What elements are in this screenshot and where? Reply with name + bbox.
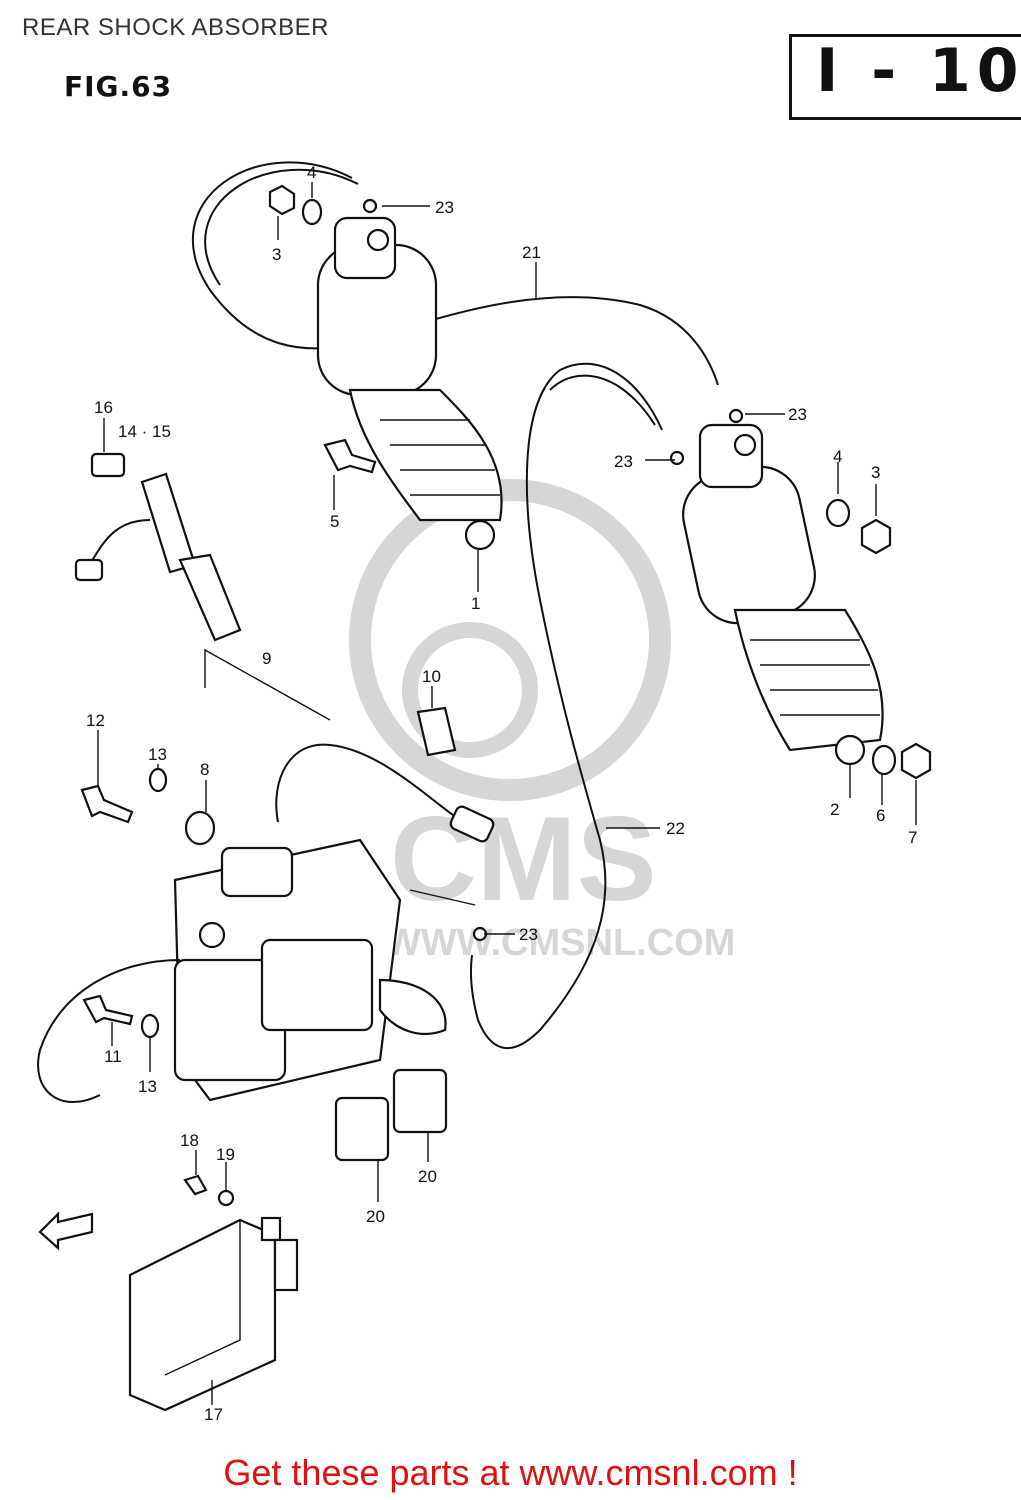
control-unit <box>128 1216 299 1412</box>
callout-20-left: 20 <box>366 1207 385 1226</box>
bracket-9 <box>204 648 331 721</box>
callout-7: 7 <box>908 828 917 847</box>
shock-absorber-left <box>316 216 503 551</box>
callout-2: 2 <box>830 800 839 819</box>
hardware-parts <box>80 184 932 1207</box>
callout-21: 21 <box>522 243 541 262</box>
callout-18: 18 <box>180 1131 199 1150</box>
watermark-url: WWW.CMSNL.COM <box>385 922 735 964</box>
callout-10: 10 <box>422 667 441 686</box>
callout-4-left: 4 <box>307 163 316 182</box>
hose-22 <box>469 362 663 1050</box>
callout-1: 1 <box>471 594 480 613</box>
callout-20-right: 20 <box>418 1167 437 1186</box>
callout-22: 22 <box>666 819 685 838</box>
page-title: REAR SHOCK ABSORBER <box>22 14 329 41</box>
watermark-logo: CMS WWW.CMSNL.COM <box>349 479 735 964</box>
callout-9: 9 <box>262 649 271 668</box>
relays <box>334 1068 448 1162</box>
callout-11: 11 <box>104 1047 122 1066</box>
front-arrow-icon <box>38 1211 94 1251</box>
callout-23-top: 23 <box>435 198 454 217</box>
page-code: I - 10 <box>816 36 1021 106</box>
callout-14-15: 14 · 15 <box>118 422 171 441</box>
callout-23-middle: 23 <box>614 452 633 471</box>
callout-17: 17 <box>204 1405 223 1424</box>
page-code-box <box>789 34 1021 120</box>
callout-13-top: 13 <box>148 745 167 764</box>
figure-number: FIG.63 <box>64 70 173 103</box>
callout-16: 16 <box>94 398 113 417</box>
callout-8: 8 <box>200 760 209 779</box>
callout-5: 5 <box>330 512 339 531</box>
watermark-text: CMS <box>390 792 657 926</box>
height-sensor <box>74 472 242 642</box>
callout-3-right: 3 <box>871 463 880 482</box>
callout-23-bottom: 23 <box>519 925 538 944</box>
callout-19: 19 <box>216 1145 235 1164</box>
callout-3-left: 3 <box>272 245 281 264</box>
callout-4-right: 4 <box>833 447 842 466</box>
callout-13-bottom: 13 <box>138 1077 157 1096</box>
buy-parts-link[interactable]: Get these parts at www.cmsnl.com ! <box>223 1452 798 1493</box>
leader-lines <box>97 182 917 1405</box>
compressor-assembly <box>37 743 495 1104</box>
callout-23-right: 23 <box>788 405 807 424</box>
shock-absorber-right <box>682 423 884 766</box>
callout-12: 12 <box>86 711 105 730</box>
callout-6: 6 <box>876 806 885 825</box>
